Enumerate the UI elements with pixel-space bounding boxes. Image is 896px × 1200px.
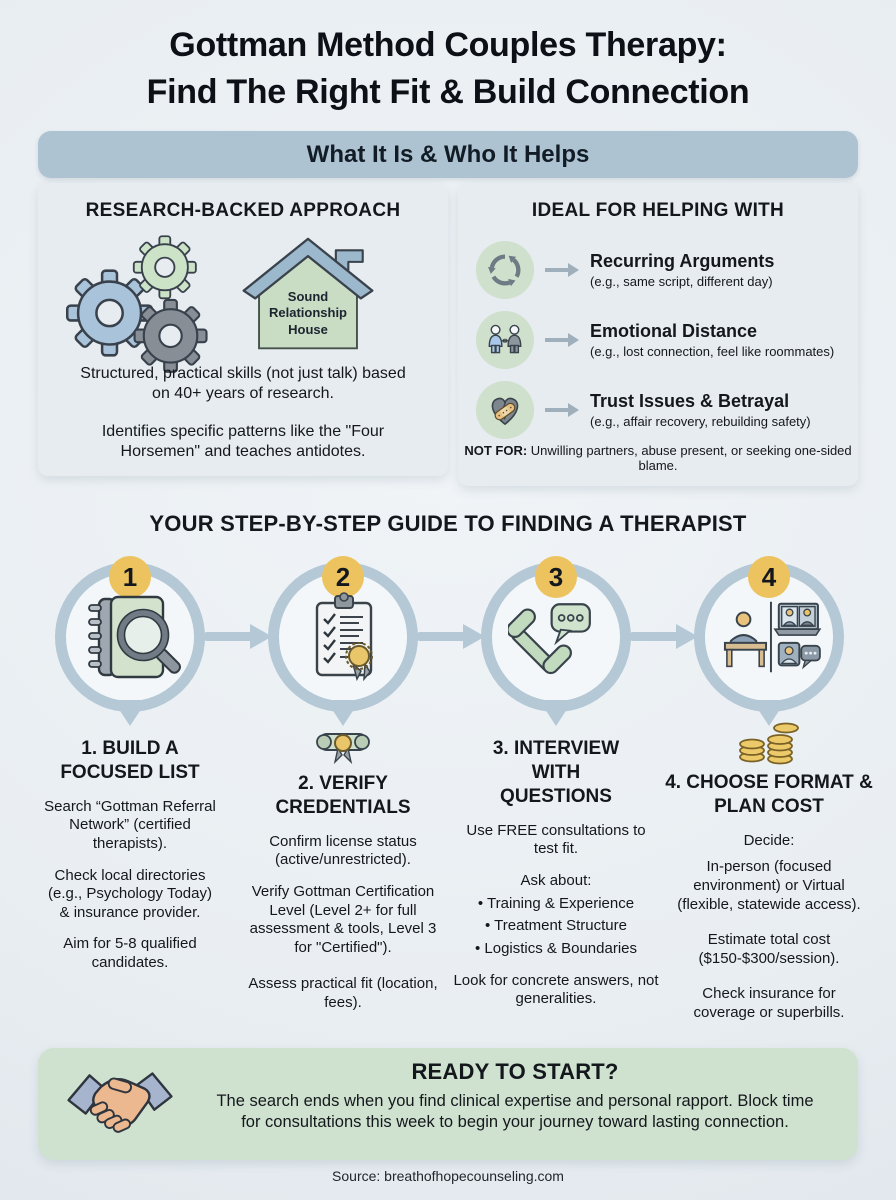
cycle-arrows-icon	[476, 241, 534, 299]
ideal-item-title: Emotional Distance	[590, 320, 758, 341]
ideal-heading: IDEAL FOR HELPING WITH	[531, 200, 785, 221]
list-item: Emotional Distance (e.g., lost connectio…	[476, 305, 848, 375]
step-paragraph: In-person (focused environment) or Virtu…	[677, 858, 861, 913]
people-distance-icon	[476, 311, 534, 369]
step-column-3: 3. INTERVIEW WITH QUESTIONS Use FREE con…	[450, 737, 662, 1009]
step-title-4: 4. CHOOSE FORMAT & PLAN COST	[665, 772, 873, 817]
research-heading: RESEARCH-BACKED APPROACH	[85, 200, 401, 221]
page-title-line1: Gottman Method Couples Therapy:	[169, 26, 727, 64]
page-title-line2: Find The Right Fit & Build Connection	[146, 72, 750, 111]
research-para-1: Structured, practical skills (not just t…	[80, 365, 406, 403]
diploma-scroll-icon	[316, 733, 370, 765]
step-title-3: 3. INTERVIEW WITH QUESTIONS	[492, 738, 620, 807]
step-number-badge: 3	[535, 556, 577, 598]
list-item: Trust Issues & Betrayal (e.g., affair re…	[476, 375, 848, 445]
step-title-2: 2. VERIFY CREDENTIALS	[275, 773, 411, 818]
step-arrow-icon	[203, 624, 272, 649]
ideal-item-subtitle: (e.g., affair recovery, rebuilding safet…	[590, 413, 811, 429]
sound-relationship-house-icon: Sound Relationship House	[234, 235, 382, 355]
step-column-4: 4. CHOOSE FORMAT & PLAN COST Decide: In-…	[655, 719, 883, 1023]
step-arrow-icon	[629, 624, 698, 649]
not-for-note: NOT FOR: Unwilling partners, abuse prese…	[458, 443, 858, 473]
handshake-icon	[67, 1072, 173, 1133]
step-paragraph: Ask about:	[520, 872, 592, 889]
ideal-item-text: Emotional Distance (e.g., lost connectio…	[590, 321, 834, 359]
step-number-badge: 4	[748, 556, 790, 598]
step-bullet: • Logistics & Boundaries	[474, 940, 637, 958]
step-pointer-3	[539, 700, 573, 726]
gears-icon	[65, 235, 208, 373]
step-paragraph: Verify Gottman Certification Level (Leve…	[249, 883, 437, 956]
step-pointer-2	[326, 700, 360, 726]
step-bullet: • Training & Experience	[477, 894, 635, 912]
source-credit: Source: breathofhopecounseling.com	[332, 1168, 564, 1184]
step-column-1: 1. BUILD A FOCUSED LIST Search “Gottman …	[28, 737, 232, 973]
right-arrow-icon	[545, 263, 579, 277]
step-paragraph: Check insurance for coverage or superbil…	[693, 985, 845, 1022]
step-number-badge: 1	[109, 556, 151, 598]
guide-heading: YOUR STEP-BY-STEP GUIDE TO FINDING A THE…	[149, 511, 747, 536]
research-panel: RESEARCH-BACKED APPROACH	[38, 183, 448, 476]
cta-heading: READY TO START?	[411, 1059, 619, 1084]
step-number-badge: 2	[322, 556, 364, 598]
step-paragraph: Estimate total cost ($150-$300/session).	[698, 931, 840, 967]
phone-chat-icon	[508, 603, 591, 675]
section-header-label: What It Is & Who It Helps	[306, 140, 590, 168]
step-paragraph: Look for concrete answers, not generalit…	[453, 971, 659, 1008]
step-pointer-1	[113, 700, 147, 726]
step-paragraph: Use FREE consultations to test fit.	[466, 821, 646, 858]
list-item: Recurring Arguments (e.g., same script, …	[476, 235, 848, 305]
ideal-item-text: Trust Issues & Betrayal (e.g., affair re…	[590, 391, 811, 429]
clipboard-award-icon	[315, 592, 373, 682]
cta-content: READY TO START? The search ends when you…	[188, 1059, 842, 1134]
ideal-rows: Recurring Arguments (e.g., same script, …	[476, 235, 848, 445]
right-arrow-icon	[545, 403, 579, 417]
coins-icon	[739, 722, 799, 765]
mended-heart-icon	[476, 381, 534, 439]
research-para-2: Identifies specific patterns like the "F…	[101, 423, 385, 461]
step-paragraph: Assess practical fit (location, fees).	[248, 975, 438, 1012]
step-pointer-4	[752, 700, 786, 726]
step-arrow-icon	[416, 624, 485, 649]
step-paragraph: Search “Gottman Referral Network” (certi…	[44, 797, 216, 853]
step-column-2: 2. VERIFY CREDENTIALS Confirm license st…	[240, 726, 446, 1013]
step-paragraph: Aim for 5-8 qualified candidates.	[63, 935, 197, 972]
step-title-1: 1. BUILD A FOCUSED LIST	[60, 738, 200, 783]
step-bullet: • Treatment Structure	[485, 917, 627, 935]
notebook-magnifier-icon	[88, 595, 181, 679]
ideal-item-title: Trust Issues & Betrayal	[590, 390, 790, 411]
not-for-text: Unwilling partners, abuse present, or se…	[530, 443, 852, 473]
ideal-panel: IDEAL FOR HELPING WITH	[458, 183, 858, 486]
step-paragraph: Decide:	[743, 831, 795, 849]
step-paragraph: Confirm license status (active/unrestric…	[269, 832, 417, 869]
not-for-label: NOT FOR:	[464, 443, 528, 458]
right-arrow-icon	[545, 333, 579, 347]
cta-text: The search ends when you find clinical e…	[216, 1092, 814, 1132]
step-paragraph: Check local directories (e.g., Psycholog…	[48, 866, 212, 921]
ideal-item-text: Recurring Arguments (e.g., same script, …	[590, 251, 774, 289]
ideal-item-title: Recurring Arguments	[590, 250, 775, 271]
cta-banner: READY TO START? The search ends when you…	[38, 1048, 858, 1160]
ideal-item-subtitle: (e.g., same script, different day)	[590, 273, 773, 289]
house-label: Sound Relationship House	[268, 289, 347, 337]
ideal-item-subtitle: (e.g., lost connection, feel like roomma…	[590, 343, 835, 359]
inperson-virtual-icon	[723, 601, 822, 673]
section-header-bar: What It Is & Who It Helps	[38, 131, 858, 178]
page-title: Gottman Method Couples Therapy: Find The…	[0, 22, 896, 116]
